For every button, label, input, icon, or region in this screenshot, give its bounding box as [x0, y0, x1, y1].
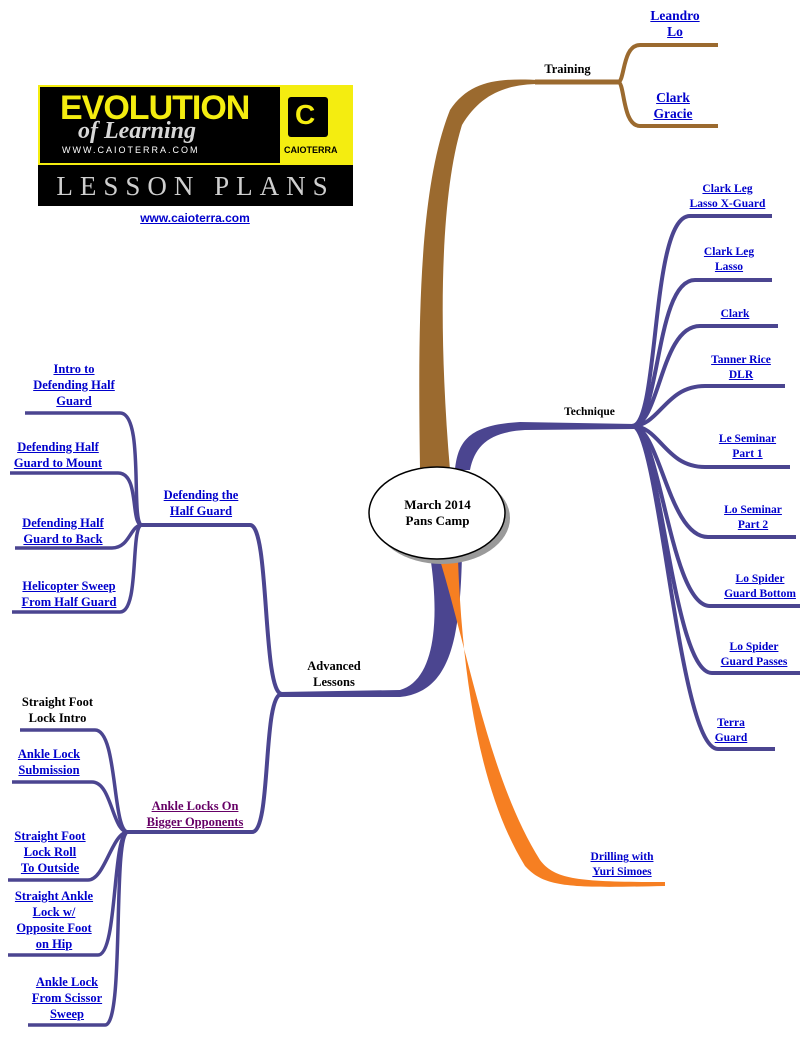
- technique-clark-leg-lasso-x-guard-link[interactable]: Clark Leg Lasso X-Guard: [689, 183, 766, 210]
- straight-foot-lock-intro-label: Straight Foot Lock Intro: [21, 695, 94, 725]
- logo-lesson-plans: LESSON PLANS: [56, 171, 335, 201]
- branch-ankle-leaves: [8, 728, 130, 1027]
- logo-brand: CAIOTERRA: [284, 145, 338, 155]
- ankle-lock-scissor-sweep-link[interactable]: Ankle Lock From Scissor Sweep: [31, 975, 103, 1021]
- logo-subtitle: of Learning: [78, 118, 197, 144]
- technique-tanner-rice-dlr-link[interactable]: Tanner Rice DLR: [711, 354, 771, 381]
- defending-half-guard-to-mount-link[interactable]: Defending Half Guard to Mount: [13, 440, 103, 470]
- center-node: [368, 466, 506, 560]
- technique-lo-seminar-part2-link[interactable]: Lo Seminar Part 2: [724, 504, 782, 531]
- technique-lo-spider-guard-passes-link[interactable]: Lo Spider Guard Passes: [720, 641, 788, 668]
- drilling-yuri-simoes-link[interactable]: Drilling with Yuri Simoes: [590, 851, 654, 878]
- branch-technique-trunk: [455, 422, 635, 470]
- technique-terra-guard-link[interactable]: Terra Guard: [714, 717, 748, 744]
- training-label: Training: [544, 62, 591, 76]
- logo-url: WWW.CAIOTERRA.COM: [62, 145, 200, 155]
- technique-le-seminar-part1-link[interactable]: Le Seminar Part 1: [718, 433, 777, 460]
- branch-technique-children: [631, 214, 800, 751]
- evolution-of-learning-logo: EVOLUTION of Learning WWW.CAIOTERRA.COM …: [38, 85, 353, 206]
- technique-lo-spider-guard-bottom-link[interactable]: Lo Spider Guard Bottom: [724, 573, 796, 600]
- branch-halfguard-leaves: [10, 411, 144, 614]
- branch-training-trunk: [419, 79, 540, 470]
- logo-title: EVOLUTION: [60, 89, 250, 127]
- caioterra-site-link[interactable]: www.caioterra.com: [140, 211, 250, 225]
- technique-label: Technique: [564, 406, 615, 418]
- technique-clark-leg-lasso-link[interactable]: Clark Leg Lasso: [703, 246, 755, 273]
- ankle-locks-bigger-opponents-link[interactable]: Ankle Locks On Bigger Opponents: [146, 799, 244, 829]
- branch-training-clark: [616, 80, 718, 128]
- ankle-lock-submission-link[interactable]: Ankle Lock Submission: [17, 747, 81, 777]
- caioterra-badge-icon: C: [288, 97, 328, 137]
- center-node-label: March 2014 Pans Camp: [404, 497, 471, 528]
- straight-foot-lock-roll-link[interactable]: Straight Foot Lock Roll To Outside: [14, 829, 86, 875]
- helicopter-sweep-link[interactable]: Helicopter Sweep From Half Guard: [21, 579, 117, 609]
- technique-clark-link[interactable]: Clark: [720, 308, 750, 320]
- training-clark-gracie-link[interactable]: Clark Gracie: [653, 90, 693, 121]
- branch-advanced-children: [125, 523, 283, 834]
- branch-training-leandro: [616, 43, 718, 84]
- advanced-lessons-label: Advanced Lessons: [307, 659, 361, 689]
- training-leandro-lo-link[interactable]: Leandro Lo: [650, 8, 700, 39]
- straight-ankle-lock-opposite-foot-link[interactable]: Straight Ankle Lock w/ Opposite Foot on …: [14, 889, 94, 951]
- branch-drilling: [440, 560, 665, 887]
- intro-defending-half-guard-link[interactable]: Intro to Defending Half Guard: [33, 362, 115, 408]
- defending-half-guard-to-back-link[interactable]: Defending Half Guard to Back: [22, 516, 104, 546]
- defending-half-guard-link[interactable]: Defending the Half Guard: [163, 488, 239, 518]
